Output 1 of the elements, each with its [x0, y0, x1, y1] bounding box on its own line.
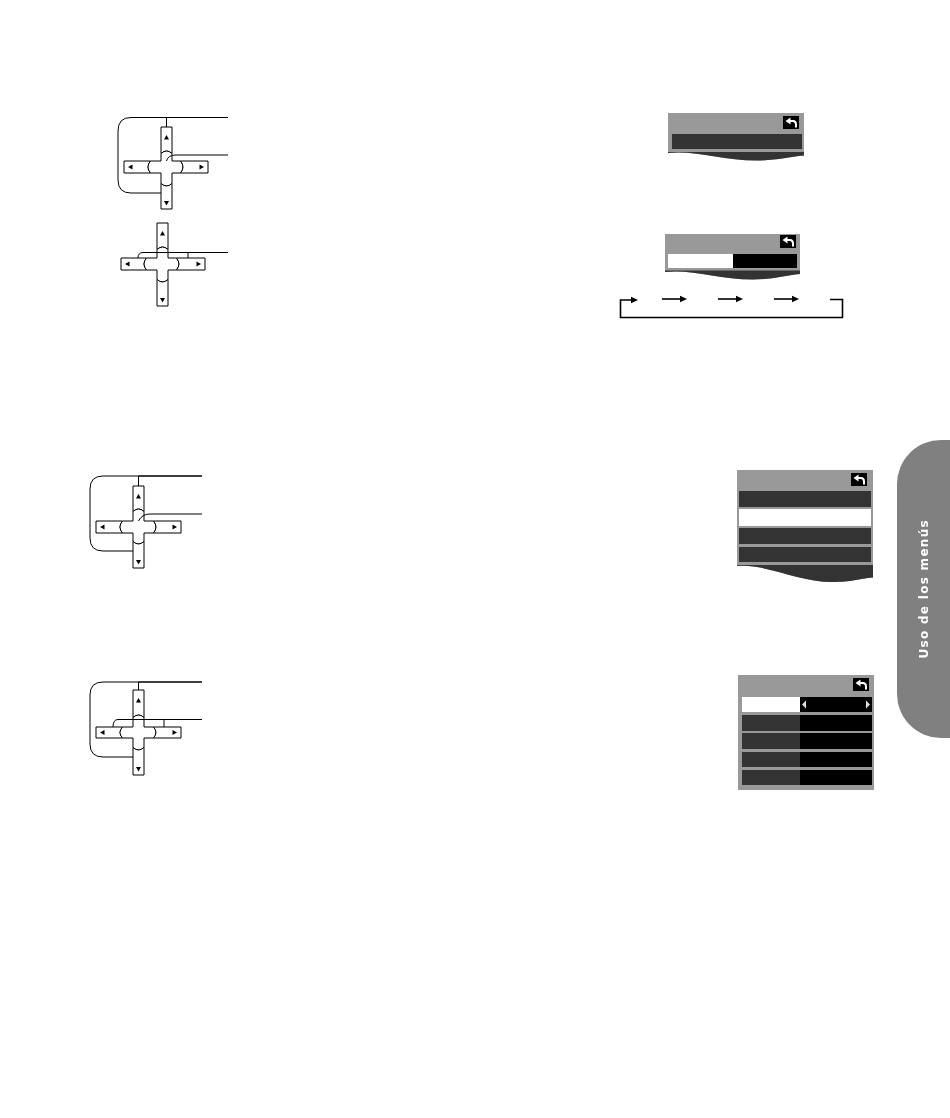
- tab-label: Uso de los menús: [916, 519, 931, 659]
